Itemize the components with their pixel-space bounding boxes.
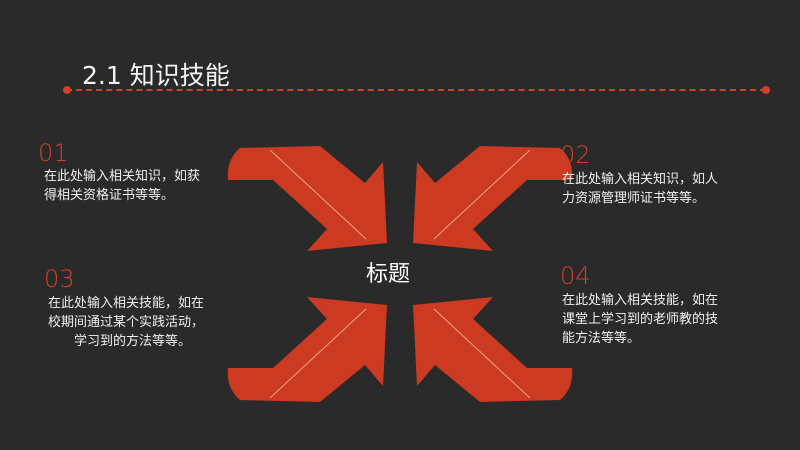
item-line: 得相关资格证书等等。 xyxy=(44,188,175,203)
item-text: 在此处输入相关技能，如在 校期间通过某个实践活动， 学习到的方法等等。 xyxy=(48,294,204,351)
arrow-bottom-right xyxy=(412,296,573,403)
item-line: 在此处输入相关知识，如人 xyxy=(562,172,719,187)
item-line: 在此处输入相关技能，如在 xyxy=(48,296,205,311)
item-text: 在此处输入相关知识，如人 力资源管理师证书等等。 xyxy=(562,170,718,208)
item-line: 校期间通过某个实践活动， xyxy=(48,315,205,330)
item-text: 在此处输入相关技能，如在 课堂上学习到的老师教的技 能方法等等。 xyxy=(562,291,718,348)
arrow-top-right xyxy=(412,145,573,252)
arrow-top-left xyxy=(227,145,388,252)
rule-end-dot xyxy=(762,86,770,94)
slide-title: 2.1 知识技能 xyxy=(82,61,230,90)
item-number: 03 xyxy=(44,265,75,293)
item-line: 力资源管理师证书等等。 xyxy=(562,191,706,206)
item-line: 能方法等等。 xyxy=(562,331,641,346)
item-line: 课堂上学习到的老师教的技 xyxy=(562,312,719,327)
arrow-bottom-left xyxy=(227,296,388,403)
item-text: 在此处输入相关知识，如获 得相关资格证书等等。 xyxy=(44,167,200,205)
item-line: 学习到的方法等等。 xyxy=(74,334,192,349)
title-divider xyxy=(66,89,766,91)
center-label: 标题 xyxy=(366,262,411,287)
item-number: 04 xyxy=(560,262,591,290)
item-line: 在此处输入相关知识，如获 xyxy=(44,169,201,184)
item-number: 01 xyxy=(38,139,69,167)
item-line: 在此处输入相关技能，如在 xyxy=(562,293,719,308)
item-number: 02 xyxy=(560,141,591,169)
